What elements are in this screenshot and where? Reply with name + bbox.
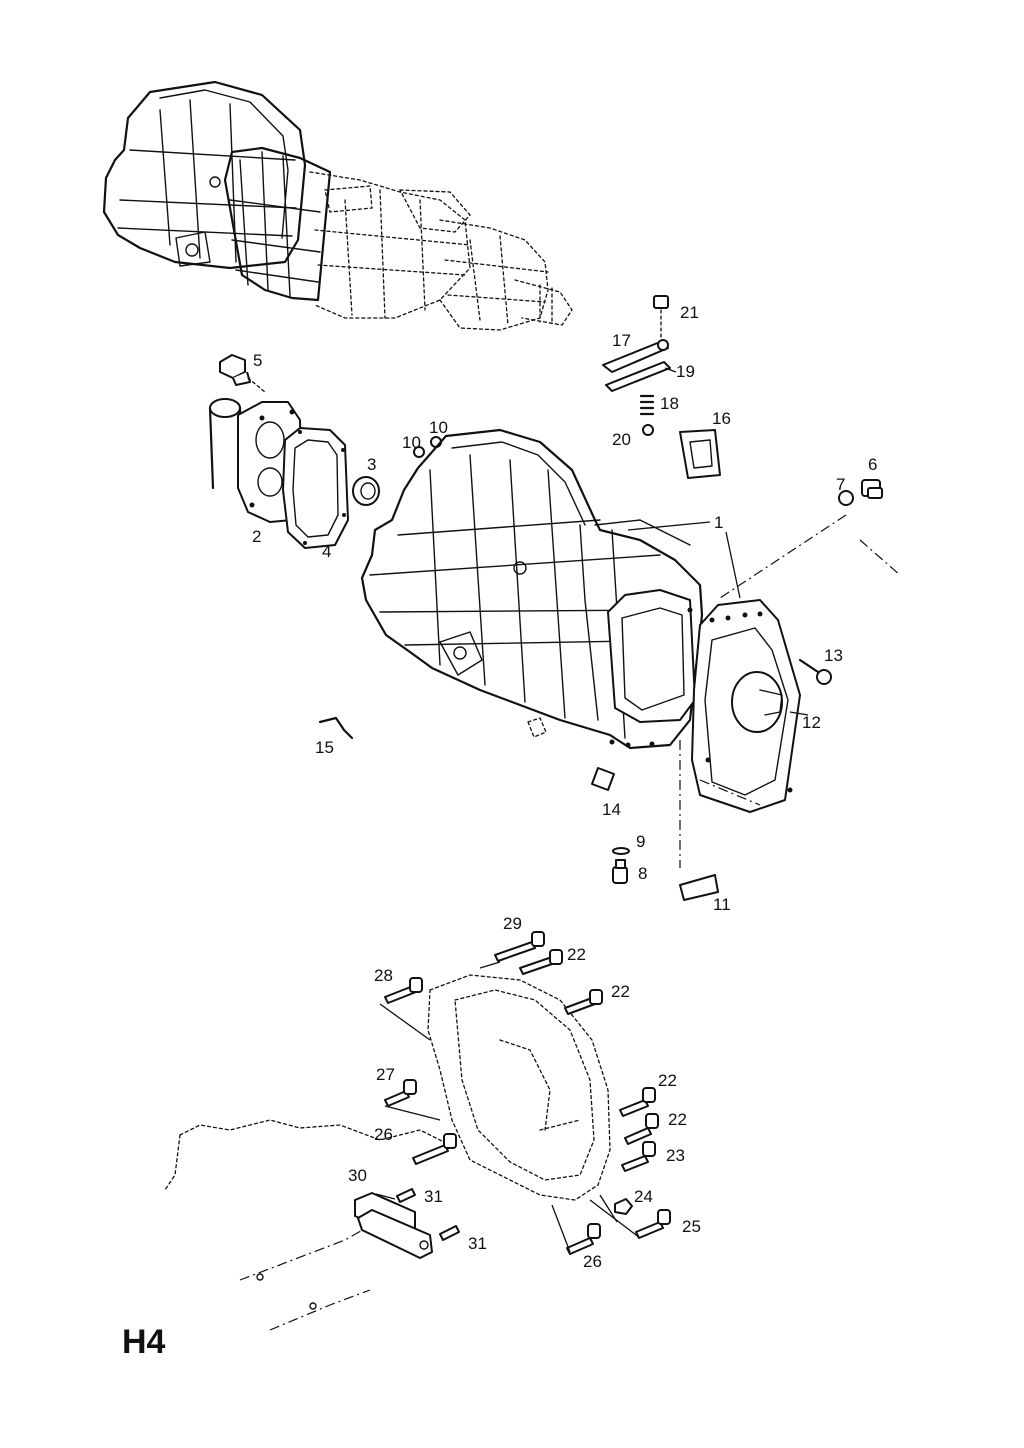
part-21-bolt (653, 295, 669, 341)
callout-19: 19 (676, 362, 695, 381)
part-11-block (679, 874, 719, 901)
callout-labels: 1 2 3 4 5 6 7 8 9 10 10 11 12 13 14 15 1… (252, 303, 877, 1271)
callout-16: 16 (712, 409, 731, 428)
part-22-bolt-b (564, 989, 603, 1015)
callout-11: 11 (713, 895, 731, 914)
callout-26a: 26 (374, 1125, 393, 1144)
part-22-bolt-d (624, 1113, 659, 1145)
part-9-washer (612, 847, 630, 855)
part-31-bolt-b (439, 1225, 460, 1241)
callout-27: 27 (376, 1065, 395, 1084)
part-22-bolt-a (519, 949, 563, 975)
part-13-screw (798, 658, 832, 685)
callout-31b: 31 (468, 1234, 487, 1253)
callout-22a: 22 (567, 945, 586, 964)
callout-9: 9 (636, 832, 645, 851)
callout-10b: 10 (402, 433, 421, 452)
part-19-link (605, 361, 671, 392)
part-26-bolt-b (566, 1223, 601, 1255)
callout-3: 3 (367, 455, 376, 474)
callout-12: 12 (802, 713, 821, 732)
part-20-ball (642, 424, 654, 436)
part-29-bolt (494, 931, 545, 962)
centerline-4 (699, 779, 761, 806)
callout-2: 2 (252, 527, 261, 546)
part-30-bracket (354, 1192, 433, 1259)
callout-22d: 22 (668, 1110, 687, 1129)
callout-5: 5 (253, 351, 262, 370)
callout-25: 25 (682, 1217, 701, 1236)
part-23-bolt (621, 1141, 656, 1172)
part-17-lever (602, 339, 669, 373)
callout-4: 4 (322, 542, 331, 561)
callout-26b: 26 (583, 1252, 602, 1271)
part-3-seal (352, 476, 380, 506)
part-6-plug (861, 479, 883, 499)
small-nut (527, 717, 547, 738)
sheet-code: H4 (122, 1323, 166, 1361)
part-1-transmission-case (360, 428, 704, 750)
reference-transmission-drawing (102, 80, 573, 331)
part-8-plug (612, 859, 628, 884)
part-12-adapter-plate (691, 599, 801, 813)
callout-18: 18 (660, 394, 679, 413)
part-22-bolt-c (619, 1087, 656, 1117)
callout-28: 28 (374, 966, 393, 985)
bellhousing-drawing (164, 974, 611, 1331)
part-16-boot (679, 429, 721, 479)
callout-17: 17 (612, 331, 631, 350)
callout-10a: 10 (429, 418, 448, 437)
part-31-bolt-a (396, 1188, 416, 1203)
callout-7: 7 (836, 475, 845, 494)
callout-14: 14 (602, 800, 621, 819)
callout-24: 24 (634, 1187, 653, 1206)
callout-13: 13 (824, 646, 843, 665)
callout-8: 8 (638, 864, 647, 883)
part-18-spring (639, 394, 655, 416)
callout-15: 15 (315, 738, 334, 757)
part-26-bolt-a (412, 1133, 457, 1165)
callout-23: 23 (666, 1146, 685, 1165)
callout-22c: 22 (658, 1071, 677, 1090)
part-28-bolt (384, 977, 423, 1004)
part-14-pin (591, 767, 615, 791)
callout-30: 30 (348, 1166, 367, 1185)
callout-20: 20 (612, 430, 631, 449)
part-7-washer (838, 490, 854, 506)
centerline-1 (719, 514, 847, 599)
callout-21: 21 (680, 303, 699, 322)
part-15-clip (318, 716, 354, 740)
part-5-bolt (219, 354, 266, 393)
part-27-bolt (384, 1079, 417, 1107)
callout-1: 1 (714, 513, 723, 532)
leader-lines (375, 367, 809, 1253)
callout-31a: 31 (424, 1187, 443, 1206)
part-25-bolt (635, 1209, 671, 1239)
part-24-nut (614, 1198, 633, 1215)
part-4-gasket (282, 427, 349, 549)
callout-22b: 22 (611, 982, 630, 1001)
callout-29: 29 (503, 914, 522, 933)
centerline-2 (859, 539, 901, 576)
callout-6: 6 (868, 455, 877, 474)
